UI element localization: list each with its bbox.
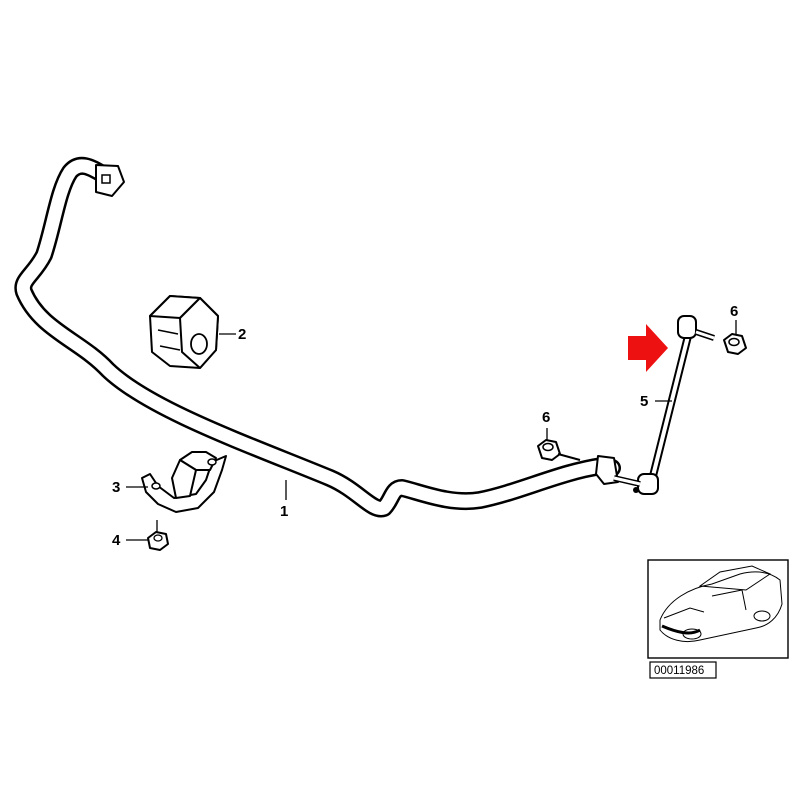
- location-thumbnail: 00011986: [647, 559, 789, 679]
- callout-label-5: 5: [640, 393, 648, 410]
- leader-lines: [126, 320, 737, 541]
- diagram-code: 00011986: [654, 665, 704, 677]
- bracket-nut: [147, 520, 169, 551]
- stabilizer-bar: [14, 156, 621, 518]
- callout-label-3: 3: [112, 479, 120, 496]
- callout-label-4: 4: [112, 532, 121, 549]
- callout-label-2: 2: [238, 326, 246, 343]
- rubber-bushing: [149, 295, 219, 369]
- highlight-arrow-icon: [628, 324, 668, 372]
- link-nut: [723, 333, 747, 355]
- callout-label-1: 1: [280, 503, 288, 520]
- callout-label-6-lower: 6: [542, 409, 550, 426]
- location-marker: [661, 624, 701, 635]
- callout-label-6-upper: 6: [730, 303, 738, 320]
- stabilizer-link-rod: [613, 315, 715, 495]
- car-outline-icon: [659, 565, 783, 643]
- mounting-bracket: [141, 451, 227, 513]
- bar-nut: [537, 439, 581, 461]
